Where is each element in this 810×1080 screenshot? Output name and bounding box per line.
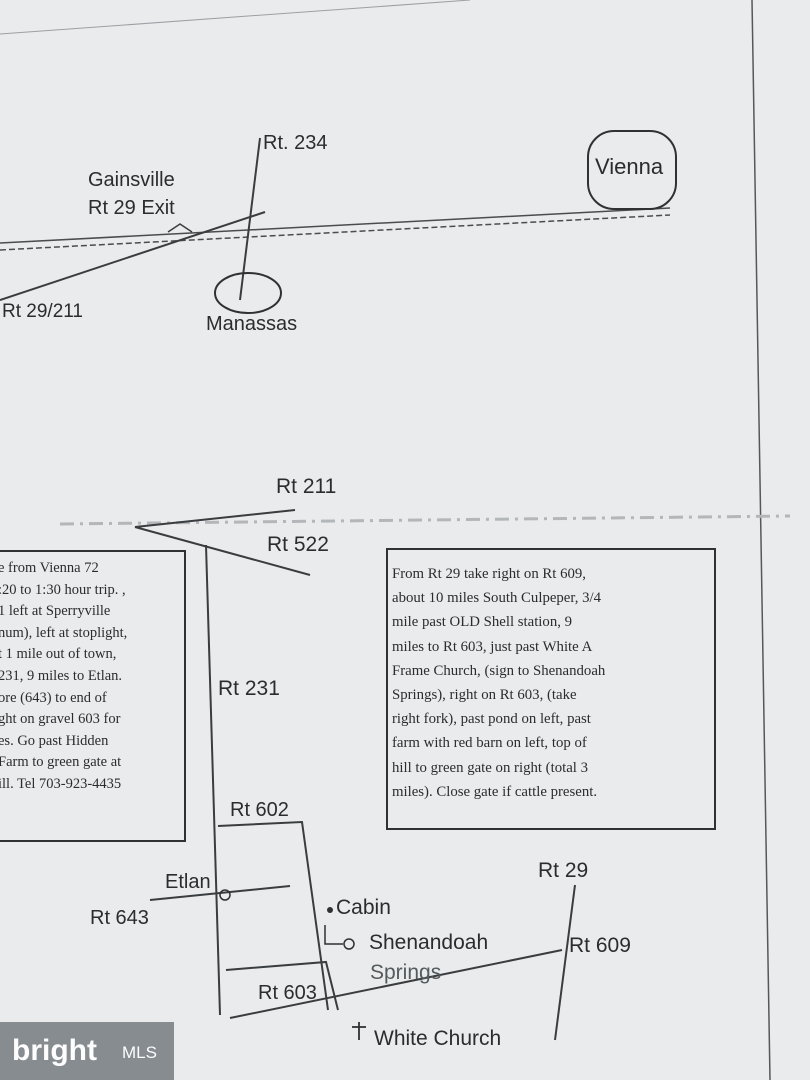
right-note-line: Frame Church, (sign to Shenandoah (392, 662, 606, 679)
rt211-road (134, 509, 296, 528)
church-cross-icon (352, 1022, 366, 1040)
road-rt643: Rt 643 (90, 907, 149, 929)
watermark-brand: bright (12, 1034, 97, 1067)
shenandoah-marker (343, 938, 355, 950)
rt609-road (229, 949, 563, 1019)
right-directions-box: From Rt 29 take right on Rt 609, about 1… (386, 548, 716, 830)
left-note-line: es. Go past Hidden (0, 732, 109, 749)
etlan-marker (219, 889, 231, 901)
page-edge (751, 0, 771, 1080)
road-rt522: Rt 522 (267, 533, 329, 556)
right-note-line: miles to Rt 603, just past White A (392, 638, 593, 655)
left-note-line: :20 to 1:30 hour trip. , (0, 581, 126, 598)
bright-mls-watermark: bright MLS (0, 1022, 174, 1080)
rt603-road (225, 960, 339, 1011)
road-rt211: Rt 211 (276, 475, 337, 498)
left-note-line: ore (643) to end of (0, 689, 107, 706)
place-gainsville: Gainsville (88, 169, 175, 191)
rt29-211-road (0, 211, 266, 301)
place-white-church: White Church (374, 1027, 502, 1050)
place-etlan: Etlan (165, 871, 211, 893)
road-rt602: Rt 602 (230, 799, 289, 821)
right-note-line: farm with red barn on left, top of (392, 735, 587, 752)
watermark-suffix: MLS (122, 1043, 157, 1062)
rt522-road (134, 526, 311, 576)
left-note-line: ill. Tel 703-923-4435 (0, 775, 122, 792)
shenandoah-marker-line (324, 925, 343, 945)
right-note-line: hill to green gate on right (total 3 (392, 759, 589, 776)
place-rt29-exit: Rt 29 Exit (88, 197, 175, 219)
rt602-road (217, 820, 329, 1011)
place-vienna: Vienna (595, 154, 664, 179)
left-note-line: e from Vienna 72 (0, 560, 99, 576)
left-note-line: ght on gravel 603 for (0, 711, 121, 728)
rt29-exit-marker (167, 223, 193, 233)
manassas-marker (214, 272, 282, 314)
right-note-line: mile past OLD Shell station, 9 (392, 614, 573, 631)
right-note-line: right fork), past pond on left, past (392, 711, 591, 728)
right-note-line: about 10 miles South Culpeper, 3/4 (392, 590, 602, 607)
left-note-line: Farm to green gate at (0, 754, 122, 771)
right-note-line: Springs), right on Rt 603, (take (392, 687, 577, 704)
cabin-marker (327, 907, 333, 913)
place-shenandoah: Shenandoah (369, 931, 489, 954)
rt29-south-road (554, 884, 576, 1041)
place-cabin: Cabin (336, 896, 391, 919)
right-note-line: From Rt 29 take right on Rt 609, (392, 566, 586, 582)
right-note-line: miles). Close gate if cattle present. (392, 783, 598, 800)
road-rt609: Rt 609 (569, 934, 631, 957)
left-note-line: t 1 mile out of town, (0, 646, 117, 663)
rt231-road (205, 544, 221, 1016)
vienna-marker (587, 130, 677, 210)
place-manassas: Manassas (206, 313, 298, 335)
road-rt231: Rt 231 (218, 677, 280, 700)
top-edge (0, 0, 471, 35)
left-note-line: num), left at stoplight, (0, 624, 128, 641)
road-rt29-211: Rt 29/211 (2, 301, 83, 322)
left-note-line: 231, 9 miles to Etlan. (0, 667, 123, 684)
highway-line-bottom (0, 214, 671, 251)
left-note-line: 1 left at Sperryville (0, 603, 111, 620)
road-rt603: Rt 603 (258, 982, 317, 1004)
road-rt234: Rt. 234 (263, 132, 328, 154)
road-rt29-south: Rt 29 (538, 859, 589, 882)
place-springs: Springs (370, 961, 442, 984)
left-directions-box: e from Vienna 72 :20 to 1:30 hour trip. … (0, 550, 186, 842)
highway-line-top (0, 207, 671, 244)
